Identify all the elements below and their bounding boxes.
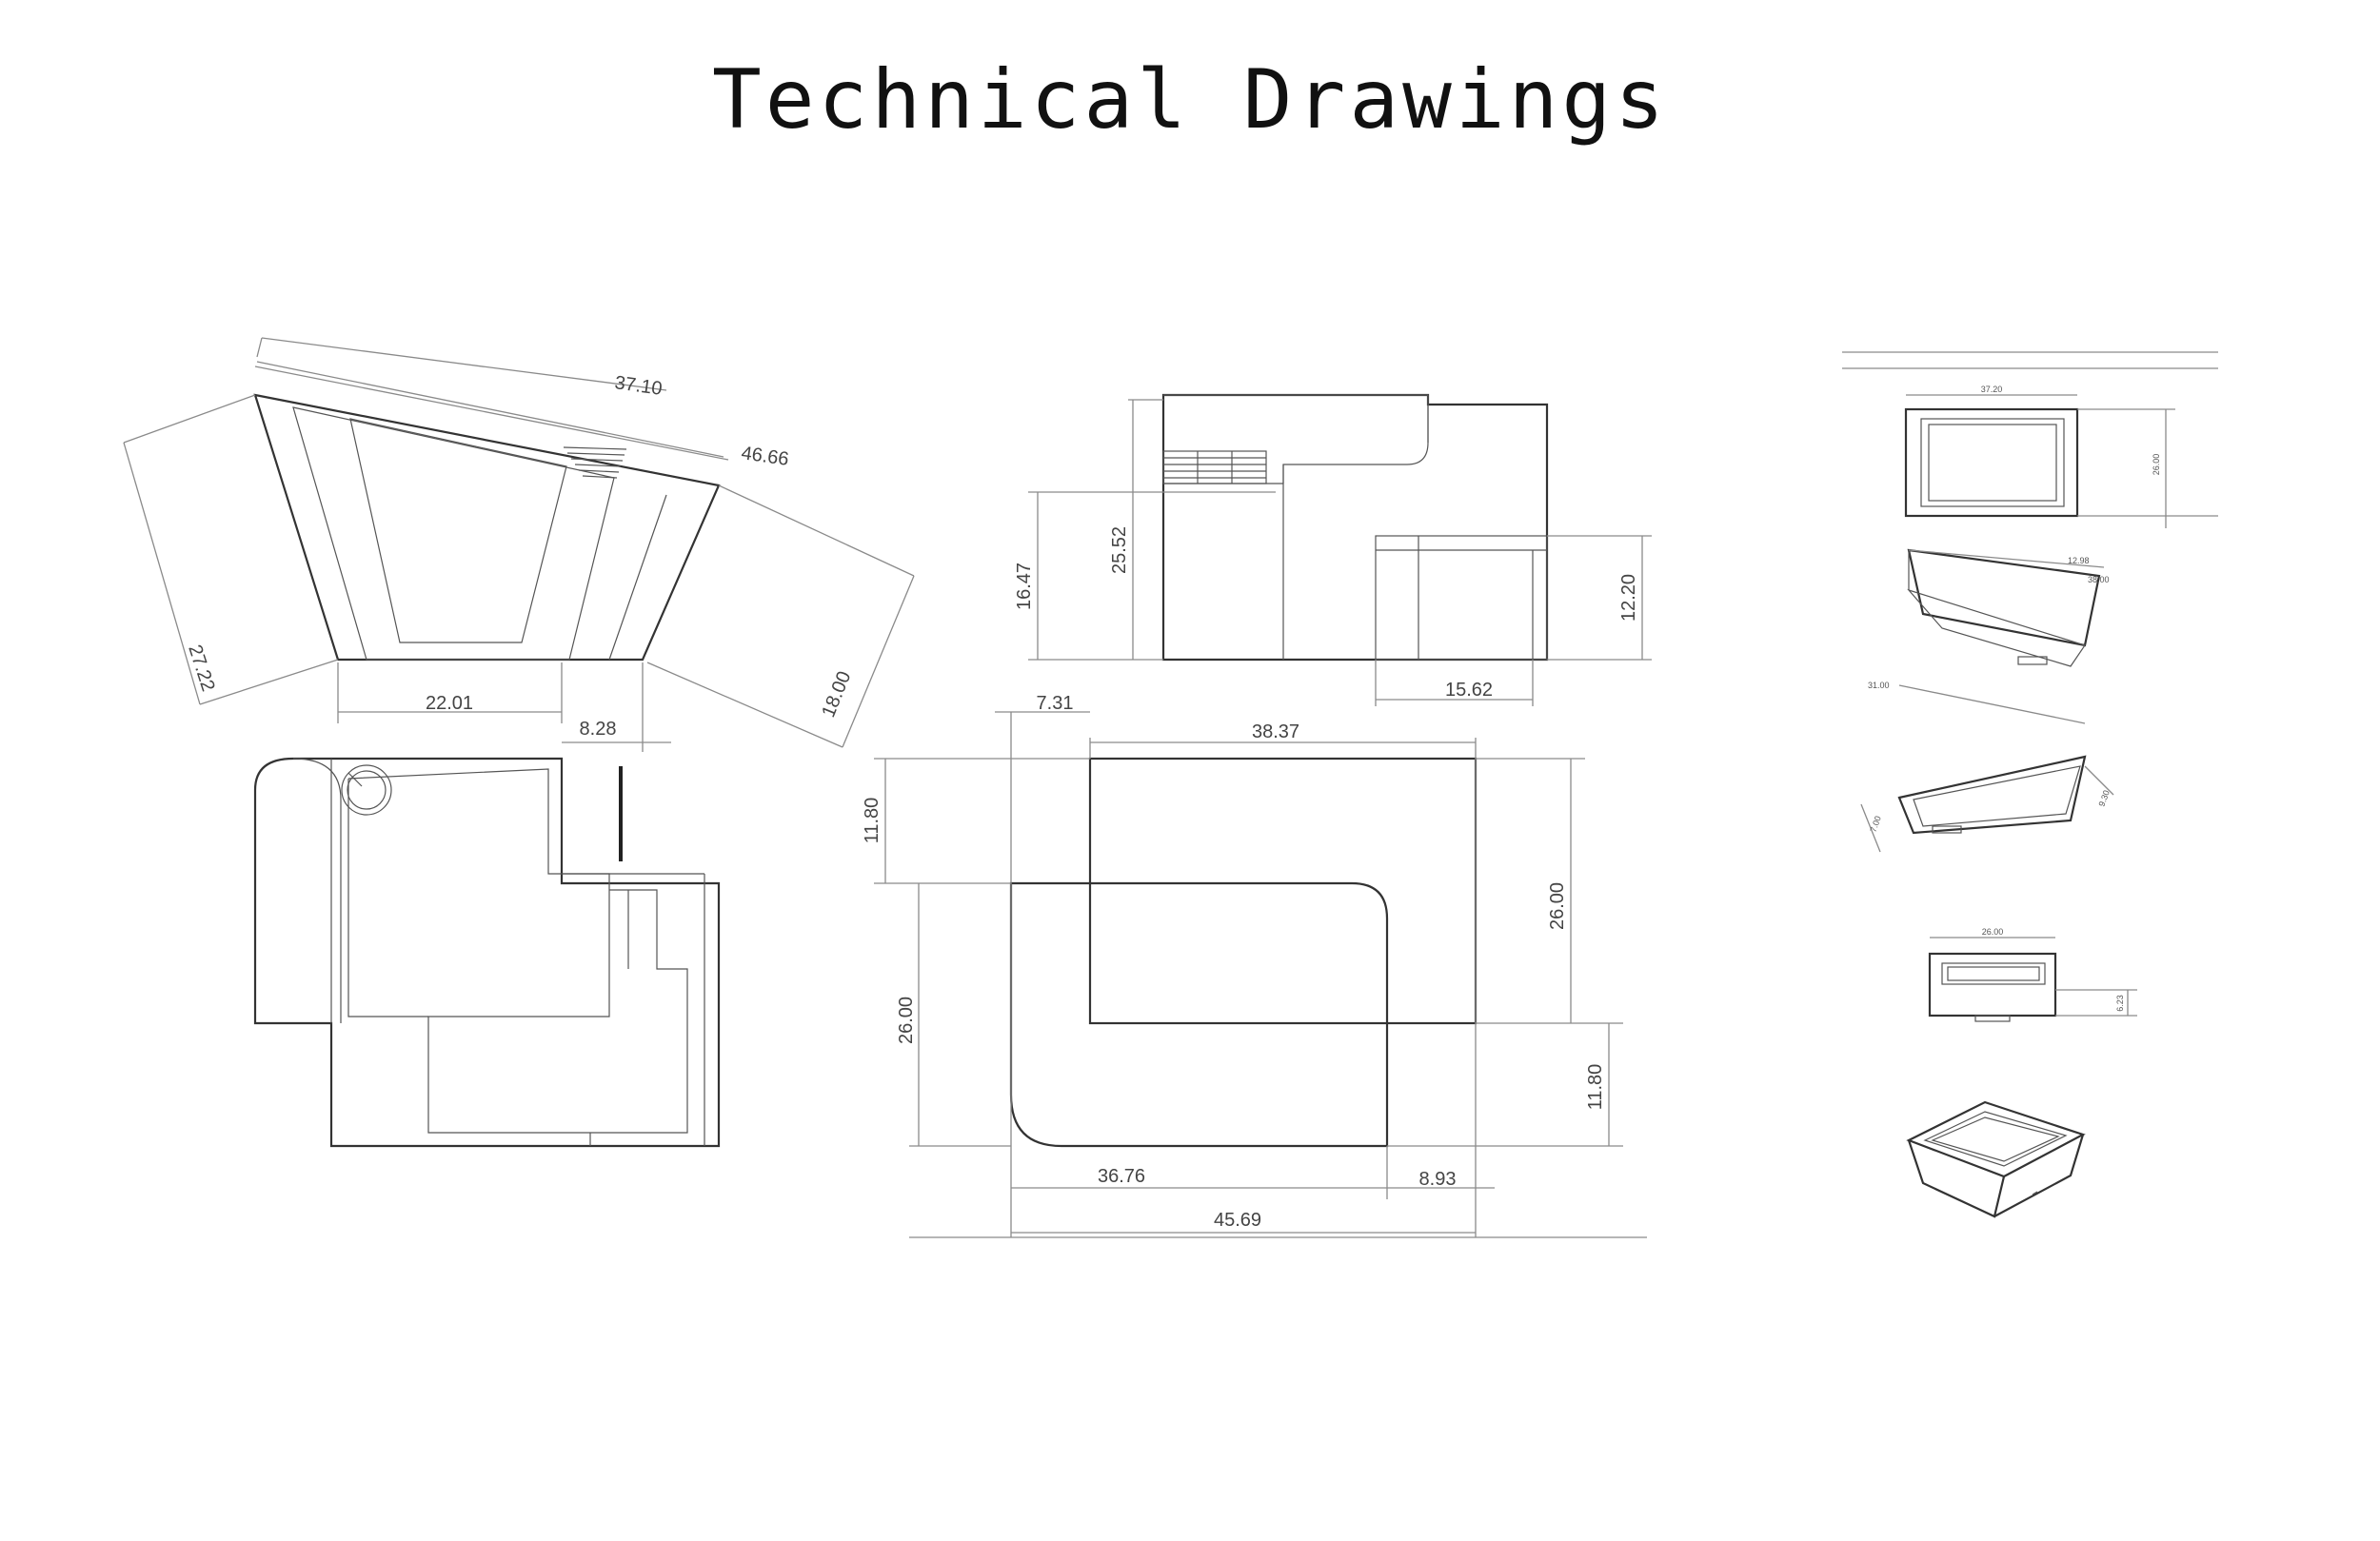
thumb-dim-9-30: 9.30 xyxy=(2096,789,2111,808)
dim-11-80-right: 11.80 xyxy=(1585,1064,1606,1111)
thumbnail-perspective-view xyxy=(1860,755,2114,853)
thumbnail-views: 37.20 26.00 12.98 38.00 31.00 7.00 9.30 xyxy=(1842,351,2218,1218)
front-vent-slats xyxy=(1162,450,1267,484)
thumbnail-isometric-view xyxy=(1906,1100,2086,1218)
thumb-dim-26-00-b: 26.00 xyxy=(1982,927,2004,937)
side-view-dimensions xyxy=(123,337,915,752)
vent-slats xyxy=(563,446,627,479)
dim-12-20: 12.20 xyxy=(1618,574,1639,622)
dim-25-52: 25.52 xyxy=(1109,526,1130,574)
thumb-dim-6-23: 6.23 xyxy=(2115,995,2125,1012)
top-view-drawing xyxy=(1009,757,1478,1148)
thumb-dim-38-00: 38.00 xyxy=(2088,575,2110,584)
thumb-dim-26-00: 26.00 xyxy=(2152,454,2161,476)
thumb-dim-12-98: 12.98 xyxy=(2068,556,2090,565)
dim-36-76: 36.76 xyxy=(1098,1166,1145,1187)
dim-8-28: 8.28 xyxy=(580,719,617,740)
dim-37-10: 37.10 xyxy=(613,372,664,400)
thumbnail-top-view xyxy=(1904,394,2218,528)
dim-8-93: 8.93 xyxy=(1419,1169,1457,1190)
dim-18-00: 18.00 xyxy=(818,668,855,721)
thumbnail-front-view xyxy=(1928,937,2137,1022)
dim-7-31: 7.31 xyxy=(1037,693,1074,714)
dim-38-37: 38.37 xyxy=(1252,721,1299,742)
dim-26-00-left: 26.00 xyxy=(896,997,917,1044)
top-view-dimensions xyxy=(874,711,1647,1238)
dim-15-62: 15.62 xyxy=(1445,680,1493,701)
dim-26-00-right: 26.00 xyxy=(1547,882,1568,930)
thumb-dim-37-20: 37.20 xyxy=(1981,385,2003,394)
thumb-dim-7-00: 7.00 xyxy=(1868,815,1882,834)
side-view-drawing xyxy=(253,393,721,662)
thumb-dim-31-00: 31.00 xyxy=(1868,681,1890,690)
thumbnail-side-view xyxy=(1898,548,2105,724)
plan-view-drawing xyxy=(253,757,721,1148)
page-title: Technical Drawings xyxy=(712,52,1668,148)
dim-46-66: 46.66 xyxy=(740,443,790,470)
front-view-dimensions xyxy=(1028,399,1652,706)
dim-16-47: 16.47 xyxy=(1014,563,1035,610)
front-view-drawing xyxy=(1161,393,1549,662)
dim-11-80-left: 11.80 xyxy=(862,798,883,844)
dim-45-69: 45.69 xyxy=(1214,1210,1261,1231)
dim-22-01: 22.01 xyxy=(426,693,473,714)
